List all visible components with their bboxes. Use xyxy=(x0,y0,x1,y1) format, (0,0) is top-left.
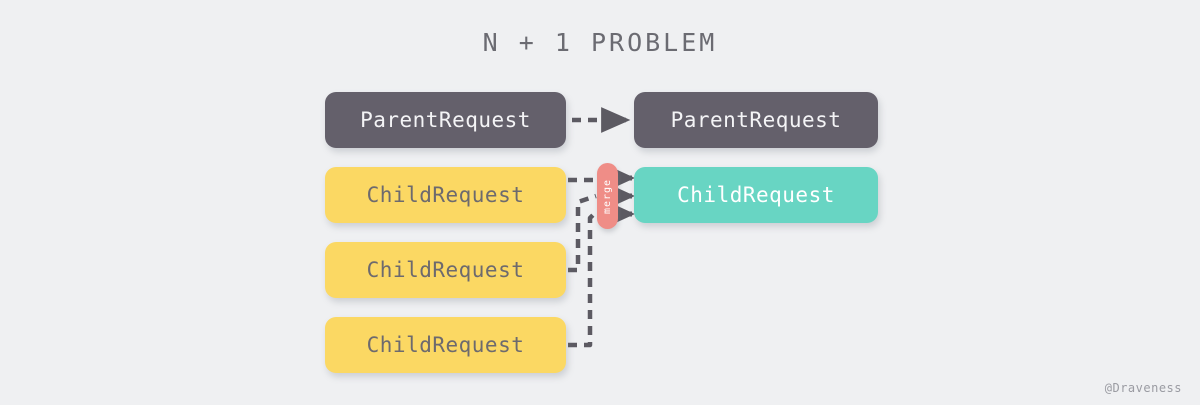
edge-child2-to-merge xyxy=(568,193,597,273)
page-title: N + 1 PROBLEM xyxy=(482,28,718,57)
node-left-parent-request[interactable]: ParentRequest xyxy=(325,92,566,148)
edge-child3-to-merge xyxy=(568,210,598,348)
node-right-merged-child-request[interactable]: ChildRequest xyxy=(634,167,878,223)
node-left-child-request-3[interactable]: ChildRequest xyxy=(325,317,566,373)
node-left-child-request-2[interactable]: ChildRequest xyxy=(325,242,566,298)
watermark: @Draveness xyxy=(1104,381,1182,395)
merge-pill-label: merge xyxy=(602,178,614,214)
node-right-parent-request[interactable]: ParentRequest xyxy=(634,92,878,148)
node-left-child-request-1[interactable]: ChildRequest xyxy=(325,167,566,223)
merge-pill[interactable]: merge xyxy=(597,163,618,229)
